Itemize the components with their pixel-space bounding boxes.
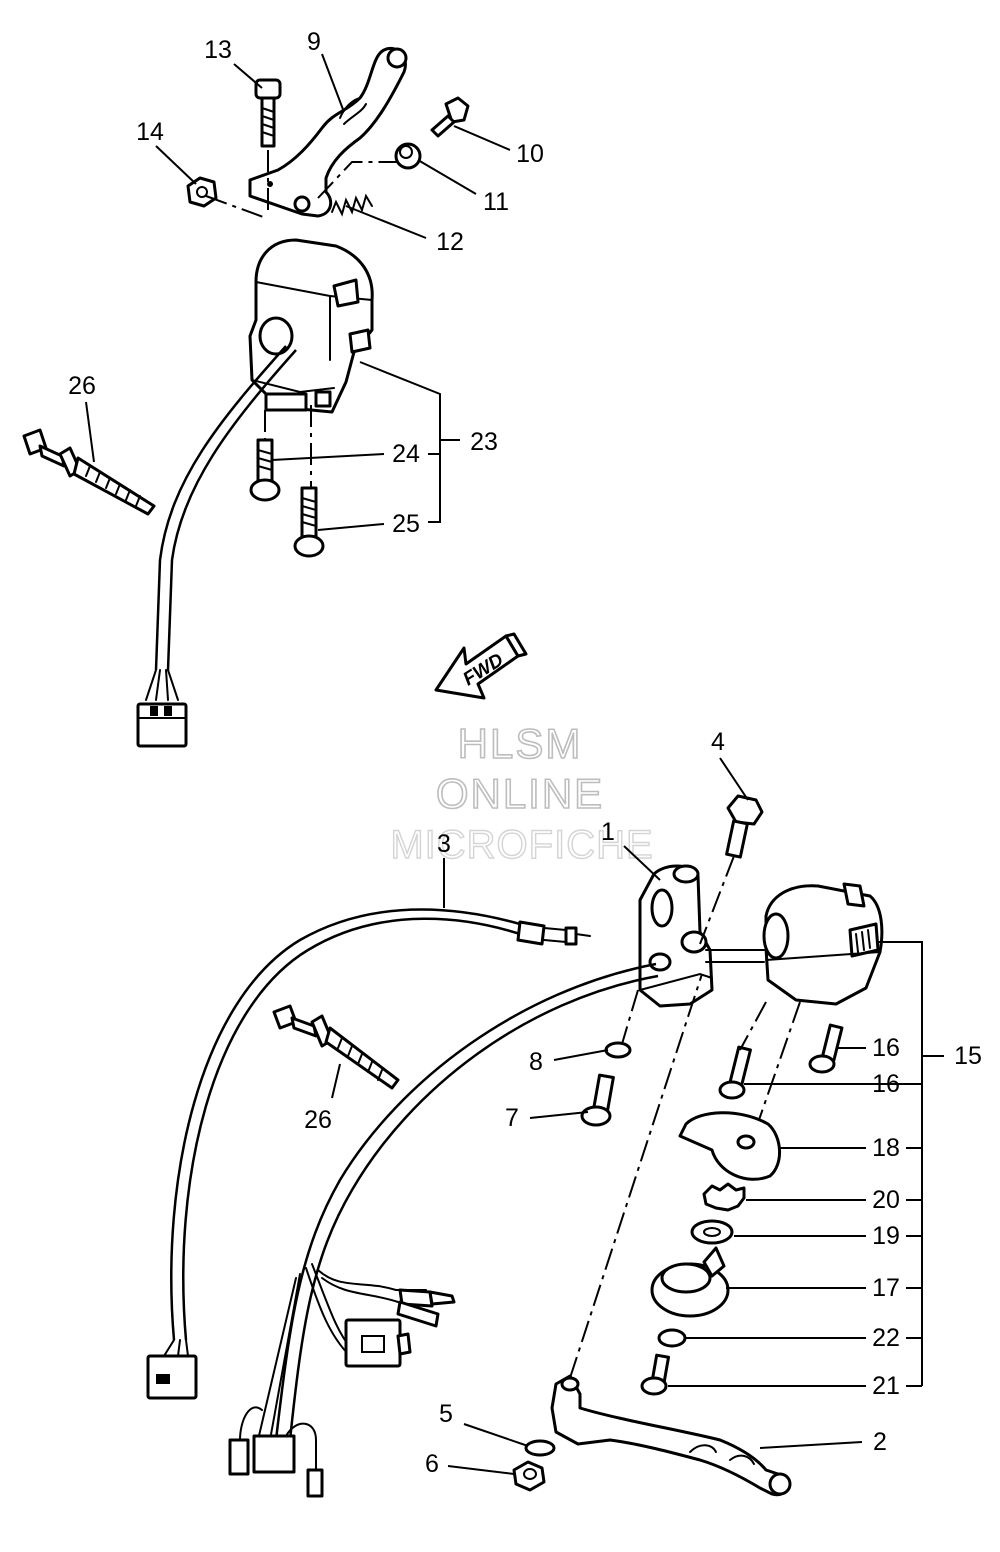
part-26-cable-tie-lower xyxy=(272,1004,400,1090)
part-10-screw xyxy=(430,96,470,138)
forward-direction-arrow-icon: FWD xyxy=(434,632,528,700)
switch-cable xyxy=(136,345,297,748)
watermark: HLSM ONLINE MICROFICHE xyxy=(390,719,654,868)
part-26-cable-tie-upper xyxy=(22,428,156,516)
switch-harness xyxy=(257,962,659,1441)
callout-14: 14 xyxy=(136,118,164,146)
part-20-lock-washer xyxy=(702,1182,746,1212)
watermark-line-3: MICROFICHE xyxy=(390,823,653,867)
callout-9: 9 xyxy=(307,28,321,56)
part-1-lever-holder xyxy=(638,864,714,1008)
callout-7: 7 xyxy=(505,1104,519,1132)
part-16-screw-a xyxy=(718,1045,752,1100)
part-12-spring xyxy=(331,193,373,217)
callout-16-b: 16 xyxy=(872,1070,900,1098)
callout-24: 24 xyxy=(392,440,420,468)
part-5-o-ring xyxy=(524,1439,556,1457)
part-3-cable xyxy=(170,908,591,1341)
part-2-clutch-lever xyxy=(550,1374,792,1497)
part-17-knob xyxy=(650,1246,730,1318)
part-9-lever xyxy=(248,47,408,218)
part-24-screw xyxy=(249,438,281,502)
callout-1: 1 xyxy=(601,818,615,846)
part-7-screw xyxy=(580,1073,615,1127)
callout-4: 4 xyxy=(711,728,725,756)
callout-labels: 13 9 14 10 11 12 26 23 24 25 4 1 3 16 15… xyxy=(68,28,982,1478)
part-13-pivot-bolt xyxy=(254,78,282,148)
callout-8: 8 xyxy=(529,1048,543,1076)
part-4-bolt xyxy=(725,794,764,859)
part-18-housing xyxy=(678,1111,782,1181)
harness-connectors xyxy=(228,1288,456,1498)
callout-20: 20 xyxy=(872,1186,900,1214)
callout-2: 2 xyxy=(873,1428,887,1456)
part-6-nut xyxy=(512,1460,546,1492)
callout-22: 22 xyxy=(872,1324,900,1352)
part-19-washer xyxy=(690,1219,734,1245)
callout-16-a: 16 xyxy=(872,1034,900,1062)
part-25-screw xyxy=(293,486,325,558)
callout-17: 17 xyxy=(872,1274,900,1302)
callout-12: 12 xyxy=(436,228,464,256)
callout-10: 10 xyxy=(516,140,544,168)
part-22-washer xyxy=(657,1328,687,1348)
callout-21: 21 xyxy=(872,1372,900,1400)
part-14-nut xyxy=(186,176,218,208)
callout-26-lower: 26 xyxy=(304,1106,332,1134)
callout-5: 5 xyxy=(439,1400,453,1428)
watermark-line-2: ONLINE xyxy=(436,770,604,817)
callout-11: 11 xyxy=(483,188,509,216)
callout-23: 23 xyxy=(470,428,498,456)
part-15-switch-assembly xyxy=(762,882,884,1006)
callout-19: 19 xyxy=(872,1222,900,1250)
upper-leaders xyxy=(85,53,511,531)
callout-15: 15 xyxy=(954,1042,982,1070)
part-23-handlebar-switch xyxy=(248,238,374,414)
watermark-line-1: HLSM xyxy=(458,720,583,767)
callout-18: 18 xyxy=(872,1134,900,1162)
callout-3: 3 xyxy=(437,830,451,858)
callout-25: 25 xyxy=(392,510,420,538)
lower-leaders xyxy=(331,757,944,1475)
part-8-washer xyxy=(604,1041,632,1059)
part-11-collar xyxy=(394,142,422,170)
part-21-screw xyxy=(640,1353,671,1396)
callout-13: 13 xyxy=(204,36,232,64)
callout-26-upper: 26 xyxy=(68,372,96,400)
cable-3-connector xyxy=(146,1339,198,1400)
callout-6: 6 xyxy=(425,1450,439,1478)
part-16-screw-b xyxy=(808,1023,844,1074)
